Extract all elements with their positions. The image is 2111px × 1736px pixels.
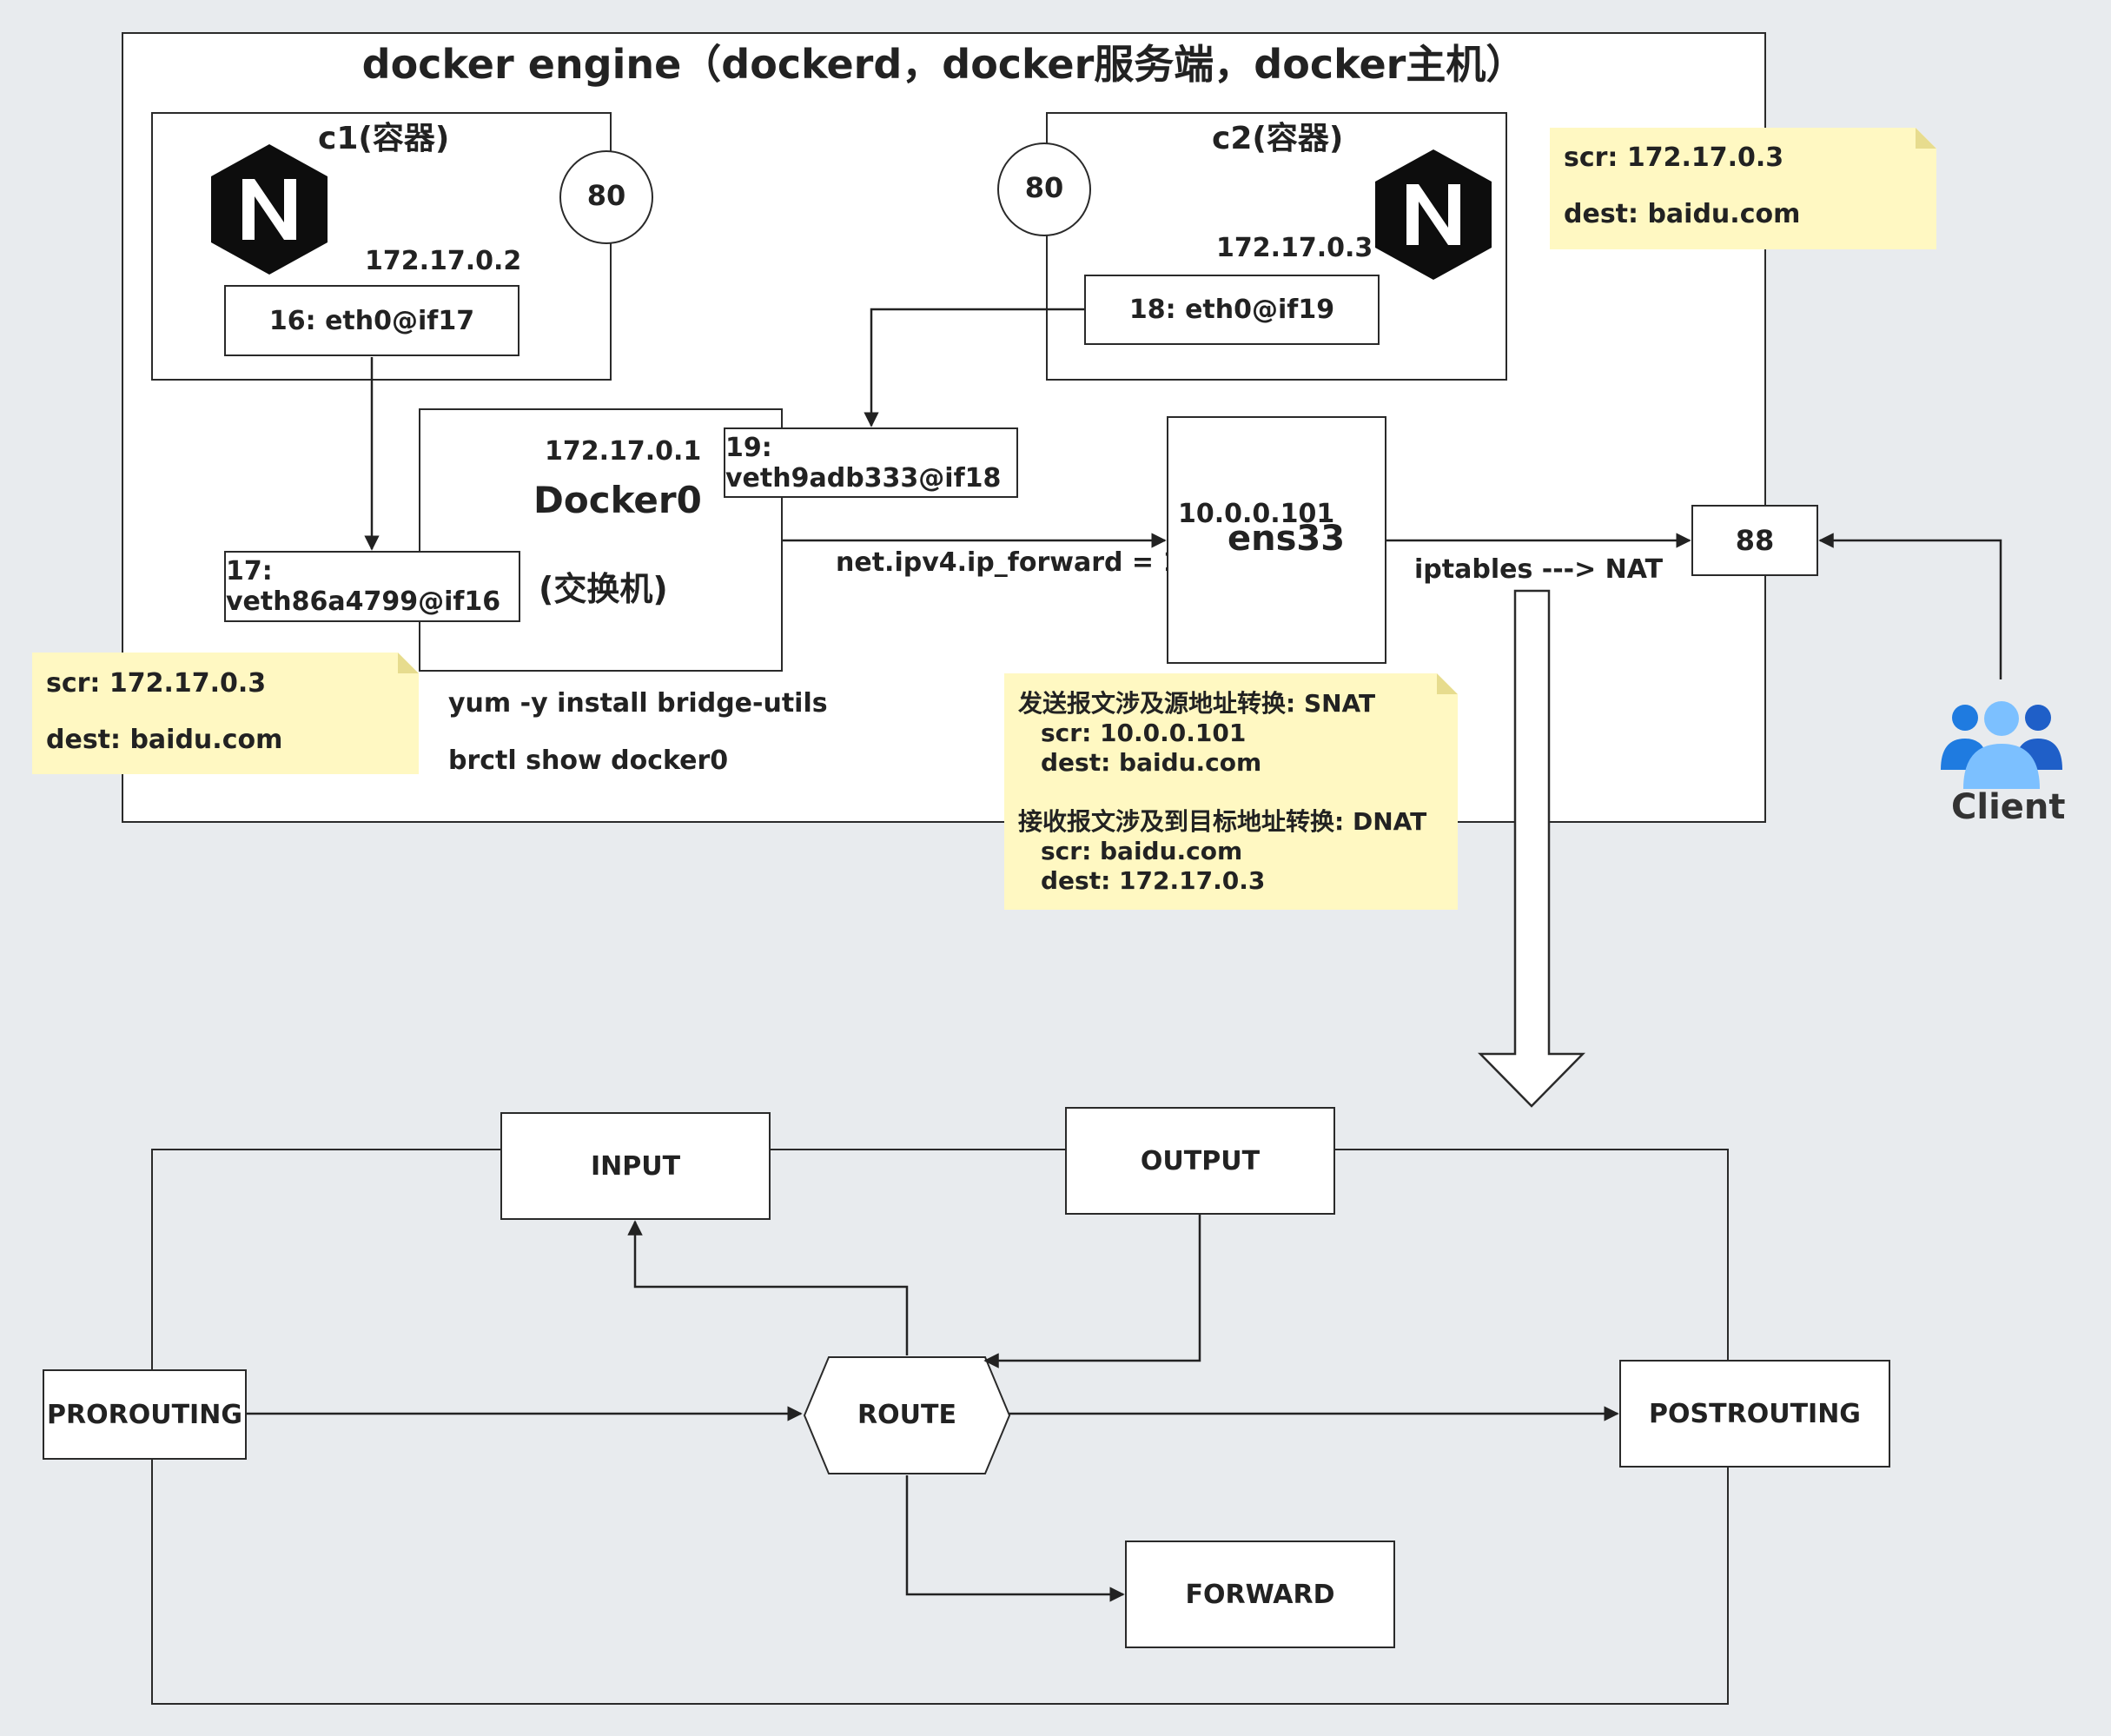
container-c1-title: c1(容器) (318, 121, 450, 156)
container-c2-title: c2(容器) (1212, 121, 1344, 156)
container-c1-ip: 172.17.0.2 (365, 246, 522, 276)
container-c1-port: 80 (586, 179, 626, 212)
nat-explanation-note: 发送报文涉及源地址转换: SNAT scr: 10.0.0.101 dest: … (1004, 673, 1458, 910)
note-left-dest: dest: baidu.com (46, 725, 283, 755)
dnat-src: scr: baidu.com (1041, 837, 1243, 865)
dnat-dest: dest: 172.17.0.3 (1041, 866, 1266, 895)
snat-title: 发送报文涉及源地址转换: SNAT (1018, 689, 1376, 718)
note-fold (1916, 128, 1936, 149)
route-label: ROUTE (857, 1400, 956, 1430)
container-c2-interface: 18: eth0@if19 (1084, 275, 1380, 345)
note-left-src: scr: 172.17.0.3 (46, 668, 267, 699)
note-right-src: scr: 172.17.0.3 (1564, 142, 1784, 173)
container-c2-port-circle (997, 142, 1091, 236)
docker0-role: (交换机) (539, 570, 668, 608)
nginx-icon (211, 144, 328, 275)
ens33-name: ens33 (1228, 519, 1346, 559)
container-c1-interface: 16: eth0@if17 (224, 285, 519, 356)
container-c2-port: 80 (1024, 171, 1064, 204)
iptables-nat-label: iptables ---> NAT (1414, 554, 1664, 585)
container-c2-ip: 172.17.0.3 (1216, 233, 1373, 263)
packet-note-left: scr: 172.17.0.3 dest: baidu.com (32, 653, 419, 774)
snat-src: scr: 10.0.0.101 (1041, 719, 1247, 747)
docker-engine-title: docker engine（dockerd，docker服务端，docker主机… (361, 41, 1526, 88)
docker0-ip: 172.17.0.1 (545, 436, 702, 467)
ip-forward-label: net.ipv4.ip_forward = 1 (836, 547, 1181, 578)
chain-prerouting: PROROUTING (43, 1369, 247, 1460)
dnat-title: 接收报文涉及到目标地址转换: DNAT (1018, 807, 1427, 836)
client-label: Client (1951, 787, 2066, 827)
docker0-name: Docker0 (533, 479, 702, 521)
client-users-icon (1941, 701, 2062, 789)
veth-c1-interface: 17: veth86a4799@if16 (224, 551, 520, 622)
veth-c2-interface: 19: veth9adb333@if18 (724, 427, 1018, 498)
ens33-ip: 10.0.0.101 (1178, 499, 1335, 529)
host-port-88: 88 (1691, 505, 1818, 576)
chain-input: INPUT (500, 1112, 771, 1220)
container-c1-port-circle (559, 150, 653, 244)
chain-forward: FORWARD (1125, 1541, 1395, 1648)
snat-dest: dest: baidu.com (1041, 748, 1262, 777)
brctl-install-command: yum -y install bridge-utils (448, 688, 828, 719)
brctl-show-command: brctl show docker0 (448, 745, 729, 776)
arrow-client-to-88 (1818, 533, 2002, 679)
packet-note-right: scr: 172.17.0.3 dest: baidu.com (1550, 128, 1936, 249)
chain-postrouting: POSTROUTING (1619, 1360, 1890, 1468)
nginx-icon (1375, 149, 1492, 280)
ens33-box (1167, 416, 1386, 664)
docker0-bridge-box (419, 408, 783, 672)
chain-output: OUTPUT (1065, 1107, 1335, 1215)
note-right-dest: dest: baidu.com (1564, 199, 1801, 229)
